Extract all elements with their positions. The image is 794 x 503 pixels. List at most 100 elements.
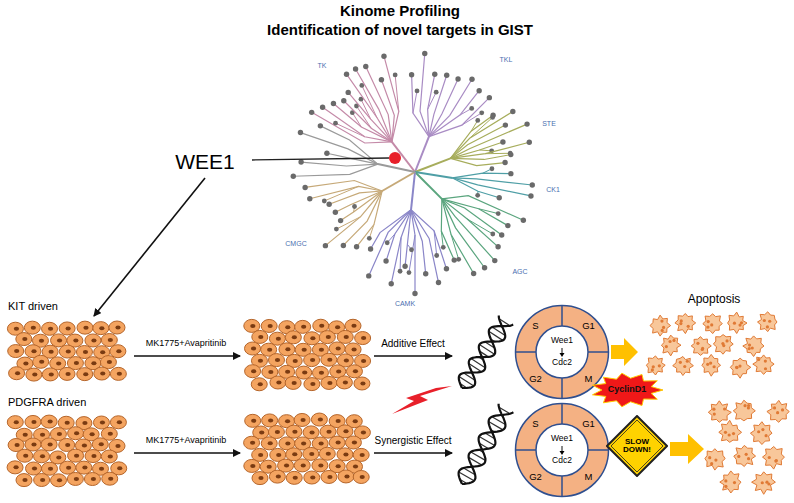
kinase-dot (482, 265, 487, 270)
tree-branch (450, 124, 527, 158)
kinase-dot (505, 223, 510, 228)
apoptotic-cell (750, 422, 772, 445)
cell-nucleus (336, 369, 341, 373)
kinase-dot (422, 51, 427, 56)
treatment-label: MK1775+Avapritinib (146, 339, 227, 349)
cell-nucleus (343, 380, 348, 384)
apoptotic-body (751, 346, 754, 349)
cell-nucleus (343, 452, 348, 456)
cell-nucleus (276, 337, 281, 341)
cell (269, 470, 285, 483)
kinase-dot (324, 151, 329, 156)
cell-nucleus (301, 441, 306, 445)
cell-group: PDGFRA driven (5, 394, 130, 492)
cell (345, 436, 361, 449)
cell-nucleus (326, 335, 331, 339)
apoptotic-body (687, 325, 690, 328)
tree-branch (384, 56, 399, 142)
phase-divider (561, 404, 563, 425)
dna-icons (459, 315, 514, 484)
cell-nucleus (31, 442, 36, 446)
cell-nucleus (361, 359, 366, 363)
cell-nucleus (250, 324, 255, 328)
cell-nucleus (309, 430, 314, 434)
kinase-dot (385, 240, 390, 245)
tree-branch (324, 186, 358, 201)
cell (262, 414, 278, 427)
apoptotic-body (768, 456, 771, 459)
cell-nucleus (73, 339, 78, 343)
apoptotic-cell (675, 314, 696, 334)
cell-nucleus (343, 429, 348, 433)
kinase-dot (508, 171, 513, 176)
apoptotic-body (723, 407, 726, 410)
cell-nucleus (310, 336, 315, 340)
cell-nucleus (13, 465, 18, 469)
apoptotic-body (713, 413, 716, 416)
apoptotic-body (761, 481, 764, 484)
cell (294, 459, 310, 472)
kinase-dot (318, 123, 323, 128)
cell (329, 436, 345, 449)
tree-branch (335, 191, 382, 212)
kinase-dot (354, 244, 359, 249)
kinase-dot (368, 246, 373, 251)
cell-nucleus (327, 358, 332, 362)
cell-nucleus (82, 421, 87, 425)
cell-nucleus (23, 433, 28, 437)
cell-nucleus (351, 324, 356, 328)
kinase-dot (323, 243, 328, 248)
tree-branch (453, 173, 511, 178)
kinase-dot (527, 140, 532, 145)
apoptotic-body (757, 358, 760, 361)
cell (26, 368, 42, 381)
cell-nucleus (336, 441, 341, 445)
phase-divider (588, 449, 609, 451)
cell (17, 449, 33, 462)
apoptotic-body (668, 340, 671, 343)
phase-label: S (532, 418, 538, 428)
kinase-dot (436, 280, 441, 285)
treatment-label: MK1775+Avapritinib (146, 436, 227, 446)
cell-nucleus (251, 347, 256, 351)
cell (311, 413, 327, 426)
cell-nucleus (268, 441, 273, 445)
wee1-dot (389, 152, 401, 164)
cell-nucleus (267, 348, 272, 352)
kinase-dot (434, 90, 439, 95)
kinase-dot (331, 101, 336, 106)
cell-nucleus (82, 466, 87, 470)
cell-nucleus (57, 478, 62, 482)
kinase-dot (353, 66, 358, 71)
cell-nucleus (310, 358, 315, 362)
cell-nucleus (40, 478, 45, 482)
cell (245, 414, 261, 427)
kinase-dot (452, 257, 457, 262)
tree-branch (462, 113, 482, 125)
cell (59, 322, 75, 335)
cell-nucleus (292, 430, 297, 434)
cell-nucleus (32, 467, 37, 471)
cell-nucleus (115, 326, 120, 330)
cell-nucleus (318, 463, 323, 467)
cell-nucleus (48, 467, 53, 471)
cell-nucleus (327, 381, 332, 385)
cell-nucleus (310, 382, 315, 386)
cell (329, 342, 345, 355)
cell-nucleus (309, 452, 314, 456)
cell (337, 330, 353, 343)
cell (252, 330, 268, 343)
cell-nucleus (91, 361, 96, 365)
cell-nucleus (302, 348, 307, 352)
apoptotic-cell (730, 358, 751, 378)
cell-nucleus (117, 420, 122, 424)
apoptotic-body (660, 319, 663, 322)
phase-label: M (585, 373, 593, 383)
cycle-ring (516, 404, 609, 497)
cell-nucleus (56, 455, 61, 459)
tree-trunk (382, 172, 415, 191)
kinase-dot (344, 72, 349, 77)
cell-nucleus (115, 444, 120, 448)
leader-line (252, 158, 389, 160)
cell-nucleus (83, 372, 88, 376)
